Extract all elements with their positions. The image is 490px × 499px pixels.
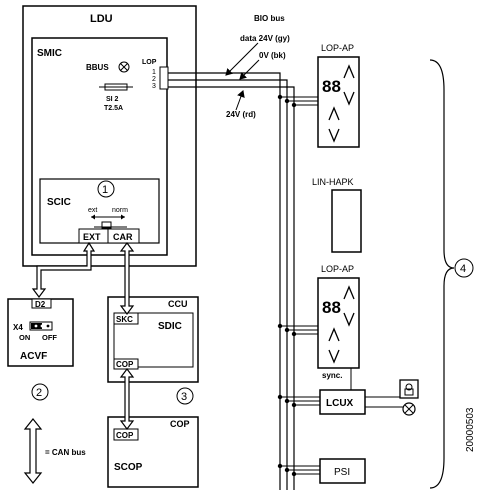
bbus-lamp-icon <box>118 61 130 73</box>
scic-box: SCIC ext norm EXT CAR <box>39 178 160 244</box>
norm-label: norm <box>112 207 128 214</box>
lop-ap-2-title: LOP-AP <box>321 264 354 274</box>
lop-ap-2-taps <box>277 323 318 337</box>
scop-title: SCOP <box>114 462 143 473</box>
cop-port-label: COP <box>116 431 134 440</box>
callout-4-label: 4 <box>460 263 466 275</box>
lin-hapk-title: LIN-HAPK <box>312 177 354 187</box>
lop-ap-1-taps <box>277 94 318 108</box>
car-port-label: CAR <box>113 232 133 242</box>
skc-port-label: SKC <box>116 315 133 324</box>
legend-text: = CAN bus <box>45 448 86 457</box>
lcux-title: LCUX <box>326 398 354 409</box>
cop-box: COP COP SCOP <box>107 416 199 488</box>
acvf-port-label: D2 <box>35 300 46 309</box>
psi-title: PSI <box>334 467 350 478</box>
callout-1: 1 <box>97 180 115 198</box>
smic-title: SMIC <box>37 48 62 59</box>
callout-1-label: 1 <box>102 184 108 196</box>
scic-title: SCIC <box>47 197 71 208</box>
ccu-box: CCU SKC SDIC COP <box>107 296 199 383</box>
lamp-icon <box>402 402 416 416</box>
fuse-name: SI 2 <box>106 96 119 103</box>
bio-bus-labels: BIO bus data 24V (gy) 0V (bk) 24V (rd) <box>225 14 290 119</box>
callout-3-label: 3 <box>181 391 187 403</box>
pin-3-label: 3 <box>152 83 156 90</box>
sdic-title: SDIC <box>158 321 182 332</box>
bus-title: BIO bus <box>254 14 285 23</box>
can-bus-car-ccu <box>119 242 135 315</box>
acvf-box: D2 X4 ON OFF ACVF <box>7 298 74 367</box>
lcux-box: LCUX <box>319 379 419 416</box>
psi-box: PSI <box>319 458 366 484</box>
ext-norm-switch-icon <box>91 214 127 229</box>
lop-connector <box>159 66 169 90</box>
data-wire-pointer <box>225 42 259 76</box>
lop-ap-2-up-down-icon <box>343 285 355 327</box>
lop-connector-label: LOP <box>142 59 157 66</box>
fuse-rating: T2.5A <box>104 105 123 112</box>
fuse-icon <box>99 83 133 91</box>
callout-4: 4 <box>454 258 474 278</box>
can-bus-legend: = CAN bus <box>23 418 86 484</box>
car-port <box>107 228 140 244</box>
bio-bus-wires <box>168 72 295 490</box>
bbus-label: BBUS <box>86 63 109 72</box>
group-brace <box>429 59 455 489</box>
jumper-on-label: ON <box>19 333 30 342</box>
bus-data-label: data 24V (gy) <box>240 34 290 43</box>
key-switch-icon <box>399 379 419 399</box>
ccu-cop-port-label: COP <box>116 360 134 369</box>
cop-title: COP <box>170 419 190 429</box>
jumper-label: X4 <box>13 323 23 332</box>
lop-ap-1-hall-arrow-icon <box>328 106 340 143</box>
bus-24v-label: 24V (rd) <box>226 110 256 119</box>
ext-label: ext <box>88 207 97 214</box>
lcux-taps <box>277 394 320 408</box>
acvf-title: ACVF <box>20 351 47 362</box>
bus-0v-label: 0V (bk) <box>259 51 286 60</box>
lop-ap-2-display: 88 <box>322 298 341 317</box>
lop-ap-1-up-down-icon <box>343 64 355 106</box>
can-bus-ccu-cop <box>119 368 135 430</box>
lop-ap-1-title: LOP-AP <box>321 43 354 53</box>
sync-label: sync. <box>322 371 342 380</box>
smic-box: SMIC BBUS SI 2 T2.5A LOP 1 2 3 <box>31 37 169 256</box>
lop-ap-1-display: 88 <box>322 77 341 96</box>
ext-port-label: EXT <box>83 232 101 242</box>
can-bus-ext-acvf <box>31 241 96 298</box>
can-bus-arrow-icon <box>23 418 43 484</box>
ccu-title: CCU <box>168 299 188 309</box>
lop-ap-1-box: LOP-AP 88 <box>317 43 360 148</box>
callout-2: 2 <box>31 383 49 401</box>
lop-ap-2-hall-arrow-icon <box>328 327 340 364</box>
jumper-off-label: OFF <box>42 333 57 342</box>
ldu-box: LDU <box>22 5 197 267</box>
document-number: 20000503 <box>465 407 476 452</box>
pin-2-label: 2 <box>152 76 156 83</box>
lop-ap-2-box: LOP-AP 88 sync. <box>317 264 360 390</box>
zero-wire-pointer <box>239 59 260 80</box>
psi-taps <box>277 463 320 477</box>
callout-3: 3 <box>176 387 194 405</box>
callout-2-label: 2 <box>36 387 42 399</box>
ldu-title: LDU <box>90 13 113 25</box>
lin-hapk-box: LIN-HAPK <box>312 177 362 253</box>
v24-wire-pointer <box>235 90 245 111</box>
pin-1-label: 1 <box>152 69 156 76</box>
jumper-icon <box>29 321 53 331</box>
